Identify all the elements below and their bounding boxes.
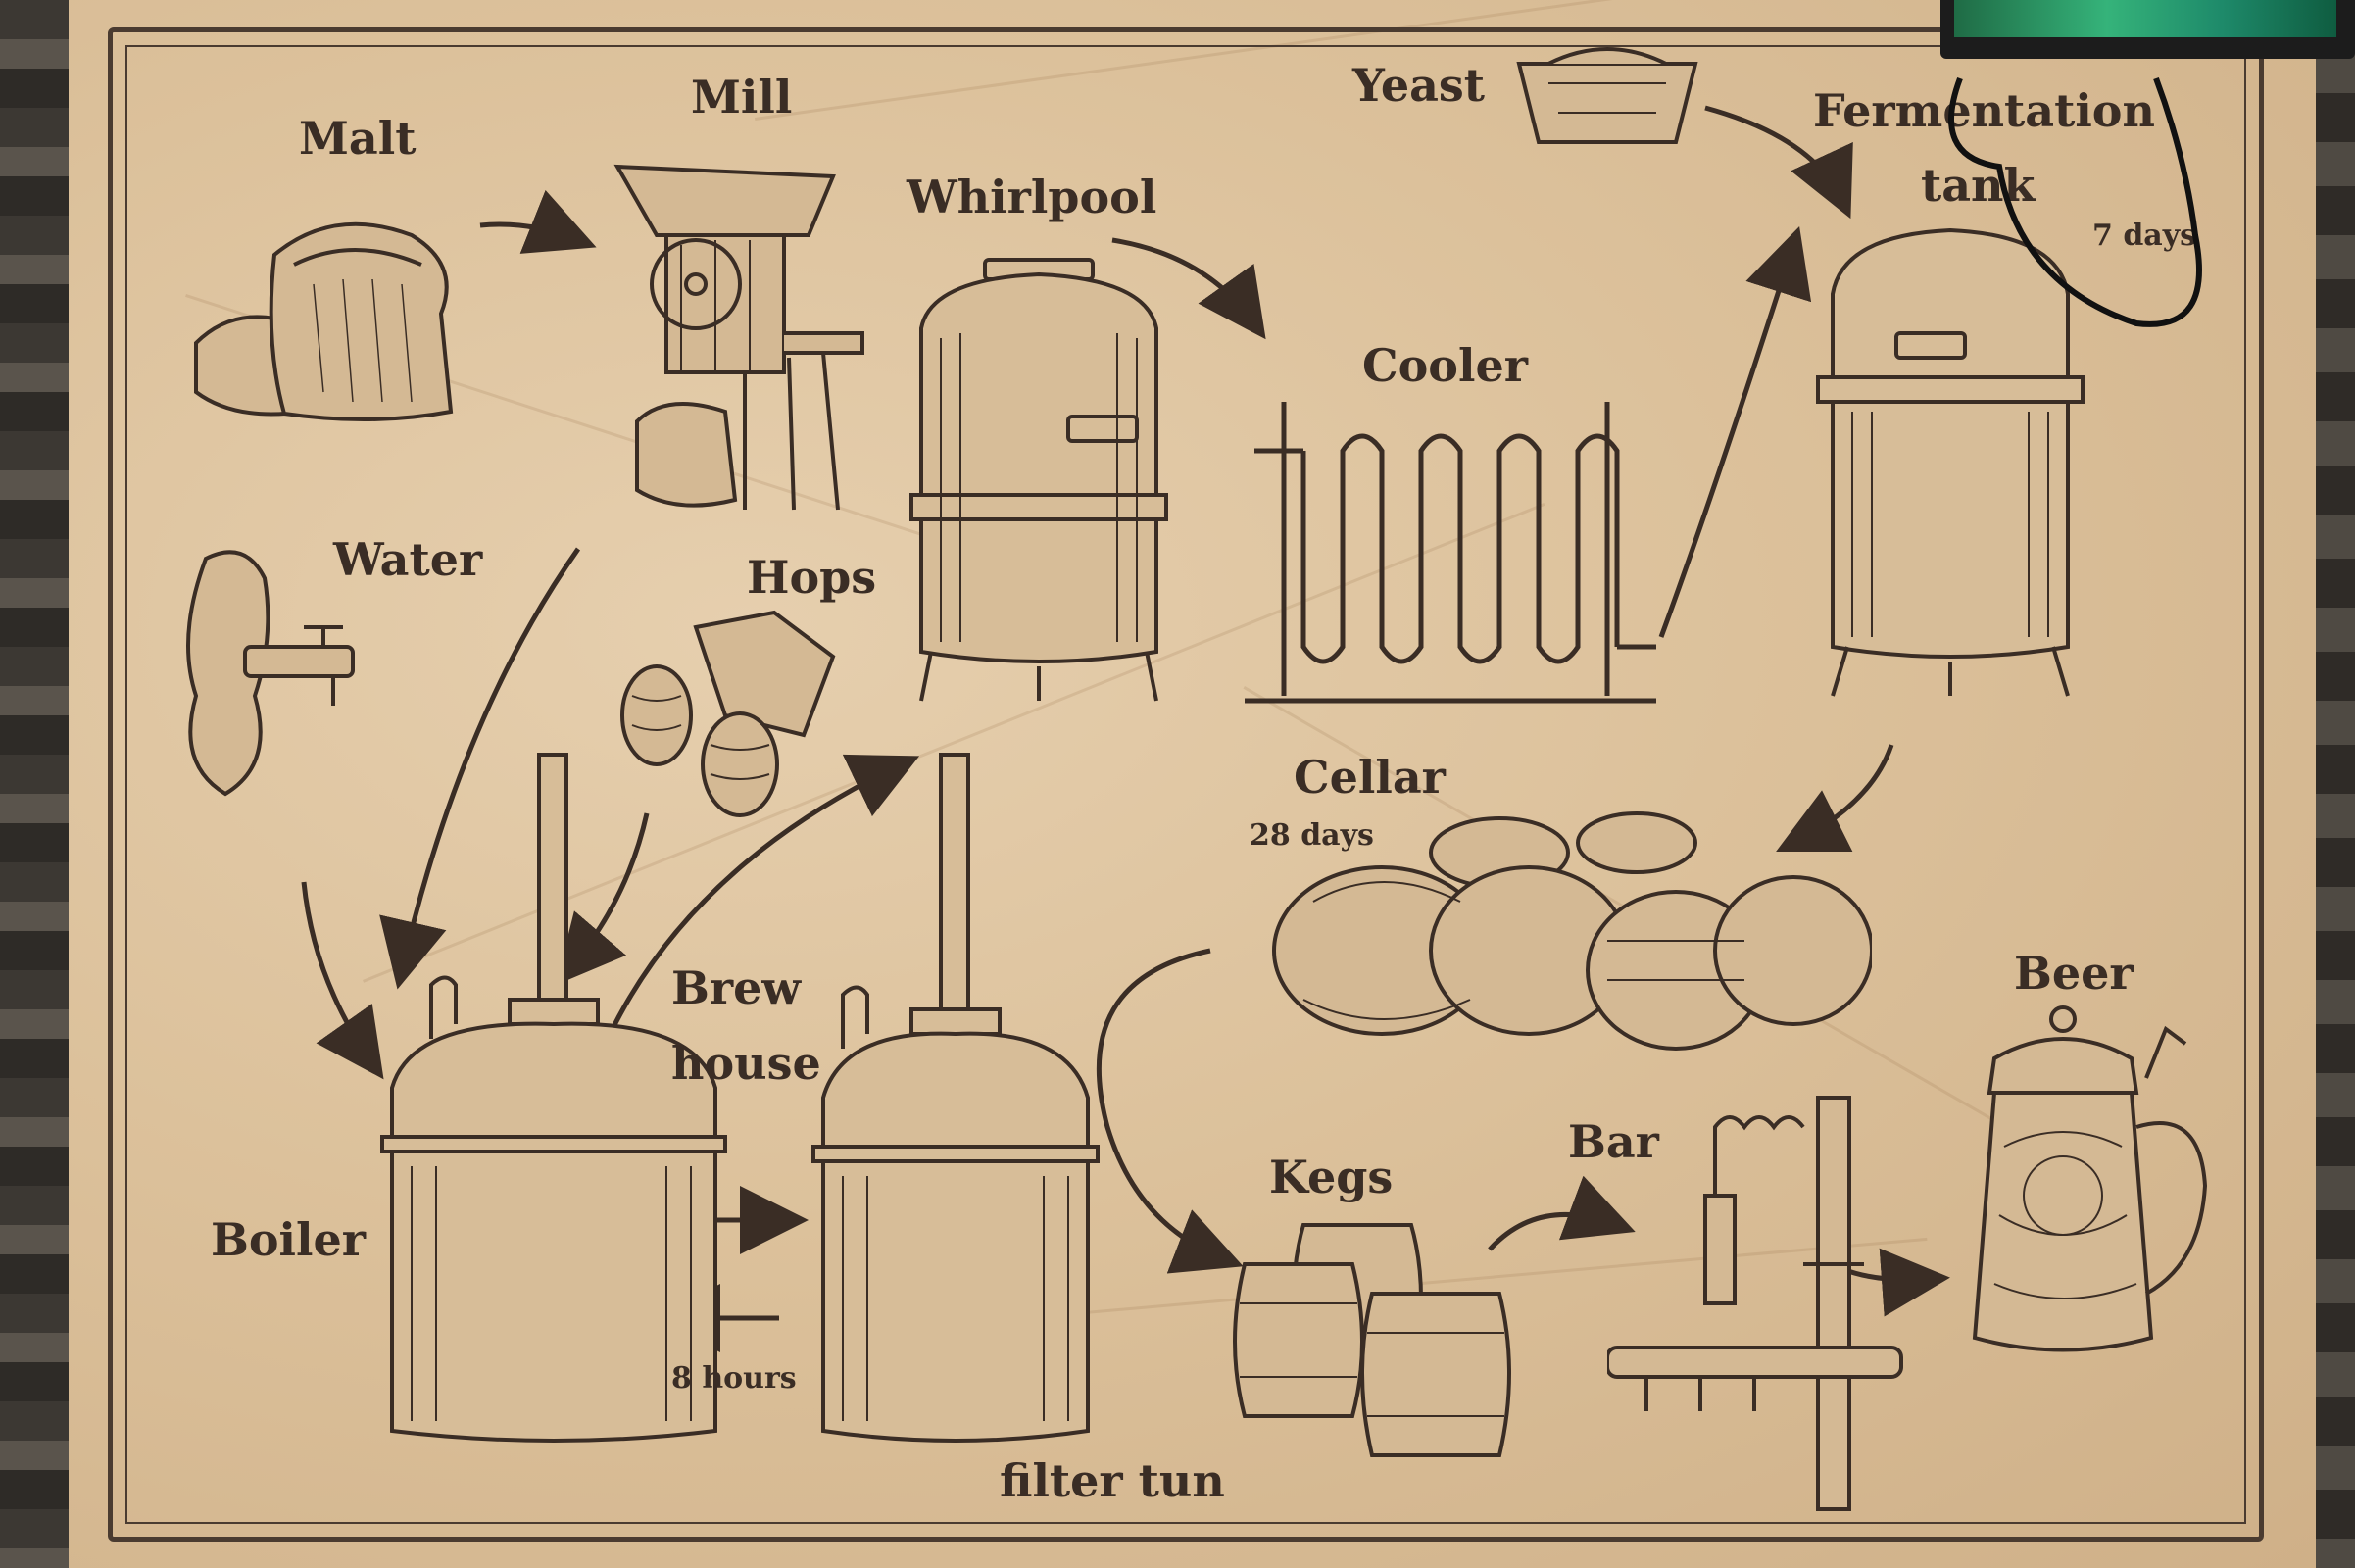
label-brew: Brew [671, 961, 801, 1014]
tv-screen-corner [1940, 0, 2355, 59]
process-arrows [301, 105, 1950, 1352]
beer-stein-illustration [1972, 1005, 2208, 1352]
arrow-kegs-to-bar [1488, 1175, 1636, 1251]
brewing-poster: Malt Mill Whirlpool Yeast Fermentation t… [69, 0, 2316, 1568]
water-tap-illustration [186, 550, 355, 797]
label-cellar: Cellar [1294, 751, 1446, 804]
label-kegs: Kegs [1269, 1151, 1394, 1203]
label-fermentation-tank: tank [1921, 159, 2036, 212]
yeast-bowl-illustration [1516, 47, 1698, 144]
whirlpool-tank-illustration [909, 258, 1168, 702]
label-malt: Malt [299, 112, 417, 165]
label-bar: Bar [1568, 1115, 1659, 1168]
label-cooler: Cooler [1362, 339, 1528, 392]
poster-frame-inner [125, 45, 2246, 1524]
label-fermentation: Fermentation [1813, 84, 2155, 137]
arrow-malt-to-mill [479, 189, 597, 254]
mill-illustration [613, 164, 864, 511]
arrow-boiler-to-whirlpool [610, 754, 920, 1031]
tv-cable [1948, 76, 2202, 327]
label-water: Water [333, 533, 483, 586]
malt-sack-illustration [194, 221, 454, 421]
cellar-barrels-illustration [1272, 811, 1872, 1051]
wall-left [0, 0, 69, 1568]
boiler-illustration [380, 753, 727, 1443]
label-beer: Beer [2014, 947, 2134, 1000]
label-yeast: Yeast [1352, 59, 1486, 112]
label-boiler: Boiler [211, 1213, 367, 1266]
arrow-cellar-to-kegs [1096, 948, 1244, 1274]
label-cellar-days: 28 days [1250, 818, 1374, 853]
label-brew-house: house [671, 1037, 821, 1090]
fermentation-tank-illustration [1816, 227, 2085, 697]
arrow-hops-to-boiler [555, 812, 650, 986]
filter-tun-illustration [811, 753, 1100, 1443]
label-fermentation-days: 7 days [2092, 219, 2197, 253]
bar-tap-illustration [1607, 1096, 1903, 1511]
label-filter-tun: filter tun [1000, 1454, 1225, 1507]
wall-right [2316, 0, 2355, 1568]
label-mill: Mill [691, 71, 793, 123]
kegs-illustration [1233, 1223, 1511, 1457]
label-hops: Hops [747, 551, 877, 604]
arrow-whirlpool-to-cooler [1111, 237, 1266, 340]
poster-frame-outer [108, 27, 2264, 1542]
tv-display [1954, 0, 2336, 37]
hops-illustration [620, 610, 836, 817]
label-boil-time: 8 hours [671, 1361, 797, 1396]
arrow-mill-to-boiler [379, 547, 581, 990]
arrow-tank-to-cellar [1776, 744, 1894, 852]
arrow-water-to-boiler [301, 881, 384, 1080]
arrow-yeast-to-tank [1704, 105, 1853, 220]
label-whirlpool: Whirlpool [907, 171, 1157, 223]
cooler-illustration [1245, 402, 1656, 704]
arrow-cooler-to-tank [1658, 225, 1812, 638]
